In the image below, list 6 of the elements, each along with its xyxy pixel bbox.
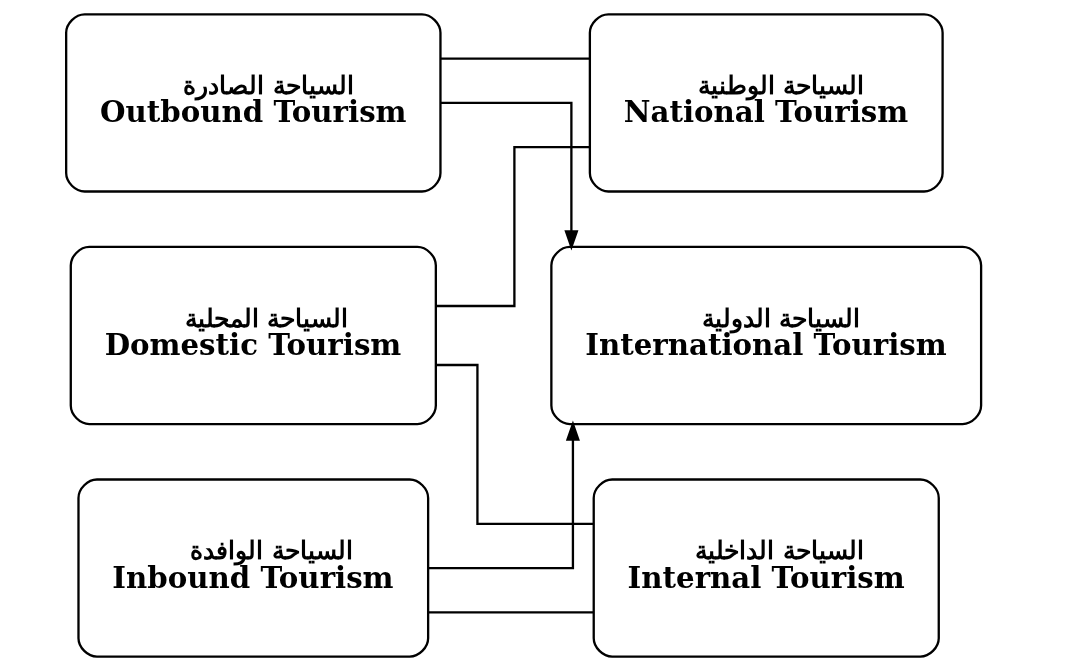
- arrow: [428, 420, 580, 570]
- connector: [440, 57, 590, 60]
- arrow: [440, 101, 579, 251]
- connector: [428, 611, 594, 614]
- connector: [436, 146, 590, 308]
- connector: [436, 363, 594, 525]
